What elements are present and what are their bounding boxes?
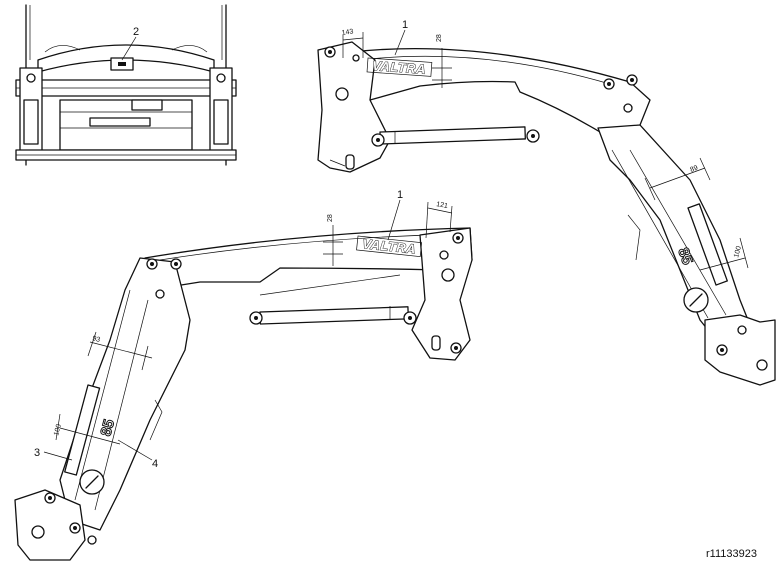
reference-code: r11133923 <box>706 548 757 560</box>
callout-3: 3 <box>34 447 40 459</box>
front-view: 2 <box>15 4 237 166</box>
right-boom-view: VALTRA 85 143 28 89 100 1 <box>317 19 776 386</box>
dim-100-left: 100 <box>53 423 63 436</box>
dim-89: 89 <box>689 165 699 174</box>
callout-4: 4 <box>152 458 158 470</box>
left-boom-view: VALTRA 85 28 121 93 100 1 3 4 <box>14 189 473 561</box>
brand-decal-right: VALTRA <box>372 58 427 77</box>
callout-1-right: 1 <box>402 19 408 31</box>
dim-143: 143 <box>341 28 354 37</box>
dim-121: 121 <box>436 201 449 210</box>
callout-1-left: 1 <box>397 189 403 201</box>
dim-28-left: 28 <box>327 214 334 222</box>
callout-2: 2 <box>133 26 139 38</box>
dim-93: 93 <box>91 335 100 344</box>
dim-28-right: 28 <box>436 34 443 42</box>
model-decal-right: 85 <box>674 246 696 267</box>
brand-decal-left: VALTRA <box>362 236 417 257</box>
dim-100-right: 100 <box>733 245 743 258</box>
model-decal-left: 85 <box>97 418 118 439</box>
